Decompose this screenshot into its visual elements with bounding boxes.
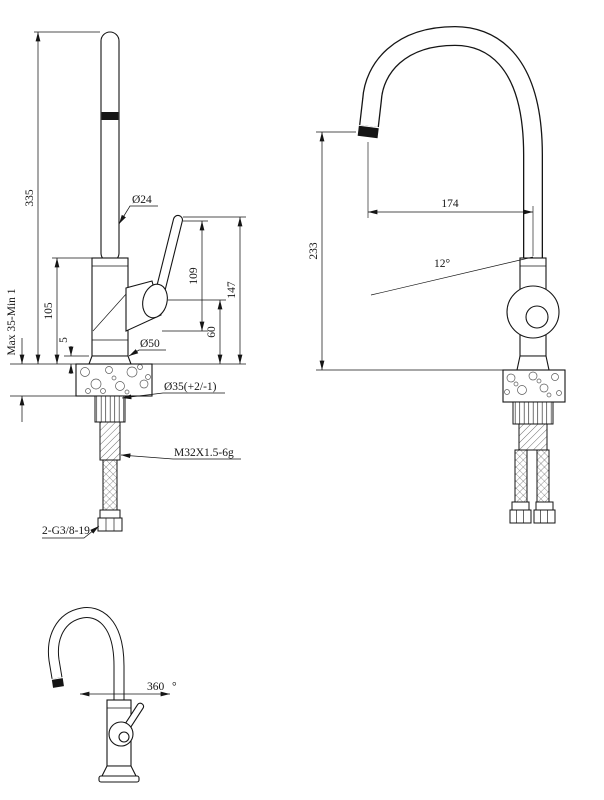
dia-50-label: Ø50: [140, 338, 160, 350]
small-foot-flare: [101, 765, 137, 777]
body-foot-flare: [88, 355, 132, 365]
dim-105-label: 105: [43, 302, 55, 320]
side-ferrule-left: [511, 501, 530, 511]
dim-147-label: 147: [226, 281, 238, 299]
hose-spec-label: 2-G3/8-19: [42, 525, 90, 537]
spout-tip-band: [357, 125, 379, 139]
side-ferrule-right: [535, 501, 554, 511]
handle-base: [142, 283, 168, 319]
rotation-360-label: 360: [147, 681, 165, 693]
side-hex-nut-left: [509, 509, 532, 524]
supply-hose-braid: [103, 460, 117, 510]
small-handle-knob: [118, 731, 130, 743]
rotation-view: 360 °: [47, 607, 177, 783]
dim-174-label: 174: [441, 198, 459, 210]
thread-shank-hatch: [100, 422, 120, 460]
angle-12-label: 12°: [434, 258, 451, 270]
counter-texture: [80, 364, 151, 395]
dim-109-label: 109: [188, 267, 200, 285]
front-dimension-lines: [19, 31, 243, 539]
side-dimension-lines: [319, 131, 534, 371]
dim-233-label: 233: [308, 242, 320, 260]
side-foot-flare: [516, 355, 550, 371]
front-view: 335 105 5 Max 35-Min 1 Ø24 109 60 147 Ø5…: [6, 31, 246, 539]
thread-spec-label: M32X1.5-6g: [174, 447, 234, 459]
dia-35-label: Ø35(+2/-1): [164, 381, 217, 393]
spout-tube: [100, 31, 120, 263]
side-view: 174 233 12°: [308, 25, 566, 524]
mounting-nut-knurl: [95, 396, 125, 422]
side-handle-knob: [525, 305, 549, 329]
gooseneck-fill: [360, 27, 542, 262]
small-base-plate: [98, 775, 140, 783]
hose-ferrule: [99, 509, 121, 519]
side-extension-lines: [316, 131, 534, 371]
small-tip-band: [51, 678, 64, 688]
side-counter-texture: [504, 371, 562, 398]
dia-24-label: Ø24: [132, 194, 152, 206]
joint-seam-line: [92, 292, 128, 332]
small-gooseneck-fill: [48, 608, 124, 702]
dim-5-label: 5: [58, 337, 70, 343]
faucet-body: [91, 257, 129, 357]
degree-symbol: °: [172, 681, 177, 693]
aerator-band: [101, 112, 119, 120]
side-hex-nut-right: [533, 509, 556, 524]
side-counter-deck: [502, 369, 566, 403]
deck-range-label: Max 35-Min 1: [6, 288, 18, 355]
dim-335-label: 335: [24, 189, 36, 207]
dim-60-label: 60: [206, 326, 218, 338]
hose-hex-nut: [97, 517, 123, 532]
